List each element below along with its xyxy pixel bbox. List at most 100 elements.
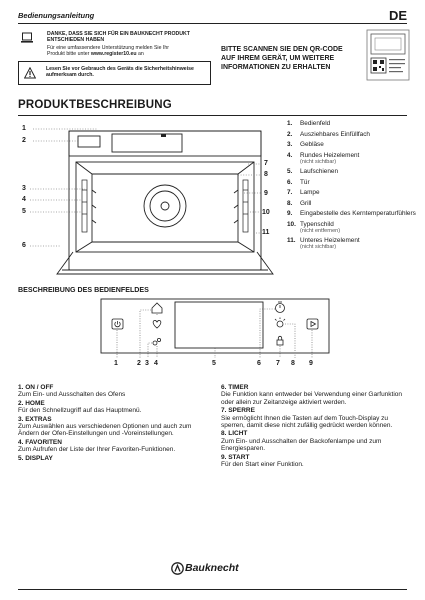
support-line-1: Für eine umfassendere Unterstützung meld…: [47, 45, 169, 51]
control-title: 4. FAVORITEN: [18, 438, 62, 446]
control-title: 7. SPERRE: [221, 407, 255, 415]
part-item: 6. Tür: [287, 179, 417, 186]
part-item: 4.Rundes Heizelement(nicht sichtbar): [287, 152, 417, 165]
part-label: Unteres Heizelement: [300, 237, 360, 244]
parts-list: 1.Bedienfeld 2.Ausziehbares Einfüllfach …: [287, 120, 417, 254]
part-label: Eingabestelle des Kerntemperaturfühlers: [300, 210, 416, 217]
part-note: (nicht entfernen): [300, 227, 341, 234]
part-label: Tür: [300, 178, 310, 186]
part-number: 7.: [287, 189, 293, 196]
diagram-callout-1: 1: [22, 125, 26, 132]
power-icon: [111, 318, 124, 330]
panel-callout-3: 3: [145, 360, 149, 367]
part-label: Gebläse: [300, 141, 324, 148]
brand-logo: Bauknecht: [185, 562, 239, 574]
part-item: 8. Grill: [287, 200, 417, 207]
product-section-title: PRODUKTBESCHREIBUNG: [18, 99, 172, 111]
lamp-icon: [274, 317, 286, 328]
diagram-callout-5: 5: [22, 208, 26, 215]
part-item: 11. Unteres Heizelement(nicht sichtbar): [287, 237, 417, 250]
panel-callout-5: 5: [212, 360, 216, 367]
control-text: Die Funktion kann entweder bei Verwendun…: [221, 391, 403, 406]
part-number: 2.: [287, 130, 293, 138]
support-text: Für eine umfassendere Unterstützung meld…: [47, 45, 227, 58]
start-icon: [306, 318, 319, 330]
control-text: Zum Aufrufen der Liste der Ihrer Favorit…: [18, 446, 176, 454]
control-title: 6. TIMER: [221, 384, 249, 391]
control-text: Zum Ein- und Ausschalten der Backofenlam…: [221, 437, 382, 453]
qr-scan-prompt: BITTE SCANNEN SIE DEN QR-CODE AUF IHREM …: [221, 46, 343, 71]
part-label: Bedienfeld: [300, 120, 331, 127]
support-line-2: Produkt bitte unter www.register10.eu an: [47, 51, 227, 57]
thanks-text: DANKE, DASS SIE SICH FÜR EIN BAUKNECHT P…: [47, 31, 190, 44]
control-title: 1. ON / OFF: [18, 384, 54, 391]
part-label: Ausziehbares Einfüllfach: [300, 130, 370, 138]
diagram-callout-6: 6: [22, 242, 26, 249]
footer-divider: [18, 589, 407, 590]
bauknecht-logo-icon: [171, 562, 184, 575]
part-label: Grill: [300, 199, 312, 207]
part-item: 1. Bedienfeld: [287, 120, 417, 127]
timer-icon: [275, 301, 285, 313]
part-note: (nicht sichtbar): [300, 244, 337, 251]
part-note: (nicht sichtbar): [300, 158, 337, 165]
part-number: 1.: [287, 120, 293, 127]
diagram-callout-9: 9: [264, 190, 268, 197]
part-label: Rundes Heizelement: [300, 151, 360, 159]
panel-callout-6: 6: [257, 360, 261, 367]
register-link[interactable]: www.register10.eu: [90, 51, 137, 58]
product-section-divider: [18, 115, 407, 116]
diagram-callout-2: 2: [22, 137, 26, 144]
control-entry: 5. DISPLAY: [18, 455, 208, 462]
warning-icon: [24, 67, 36, 79]
header-divider: [18, 23, 407, 24]
panel-callout-1: 1: [114, 360, 118, 367]
diagram-callout-10: 10: [262, 209, 270, 216]
part-number: 10.: [287, 220, 296, 228]
control-title: 2. HOME: [18, 399, 45, 407]
diagram-callout-11: 11: [262, 229, 270, 236]
part-item: 5. Laufschienen: [287, 168, 417, 175]
part-number: 6.: [287, 178, 293, 186]
diagram-callout-4: 4: [22, 196, 26, 203]
part-item: 3.Gebläse: [287, 141, 417, 148]
part-number: 9.: [287, 210, 293, 217]
panel-callout-4: 4: [154, 360, 158, 367]
control-title: 9. START: [221, 453, 250, 461]
oven-diagram: [30, 128, 274, 275]
extras-icon: [152, 338, 162, 346]
control-panel-title: BESCHREIBUNG DES BEDIENFELDES: [18, 286, 149, 294]
part-label: Laufschienen: [300, 168, 339, 175]
part-label: Lampe: [300, 189, 320, 196]
control-text: Zum Auswählen aus verschiedenen Optionen…: [18, 423, 192, 438]
support-suffix: an: [136, 51, 144, 58]
panel-callout-2: 2: [137, 360, 141, 367]
laptop-icon: [21, 32, 33, 43]
diagram-callout-7: 7: [264, 160, 268, 167]
part-label: Typenschild: [300, 220, 334, 228]
heart-icon: [152, 320, 162, 329]
control-text: Sie ermöglicht Ihnen die Tasten auf dem …: [221, 414, 393, 430]
part-item: 9. Eingabestelle des Kerntemperaturfühler…: [287, 210, 417, 217]
support-prefix: Produkt bitte unter: [47, 51, 91, 58]
warning-text: Lesen Sie vor Gebrauch des Geräts die Si…: [46, 66, 194, 79]
qr-code-label-illustration: [366, 29, 410, 81]
panel-callout-7: 7: [276, 360, 280, 367]
safety-warning-box: Lesen Sie vor Gebrauch des Geräts die Si…: [18, 61, 211, 85]
part-number: 5.: [287, 168, 293, 175]
part-number: 11.: [287, 237, 296, 244]
part-number: 8.: [287, 199, 293, 207]
control-title: 3. EXTRAS: [18, 415, 52, 423]
control-text: Für den Schnellzugriff auf das Hauptmenü…: [18, 407, 142, 415]
part-item: 10. Typenschild(nicht entfernen): [287, 221, 417, 234]
diagram-callout-3: 3: [22, 185, 26, 192]
